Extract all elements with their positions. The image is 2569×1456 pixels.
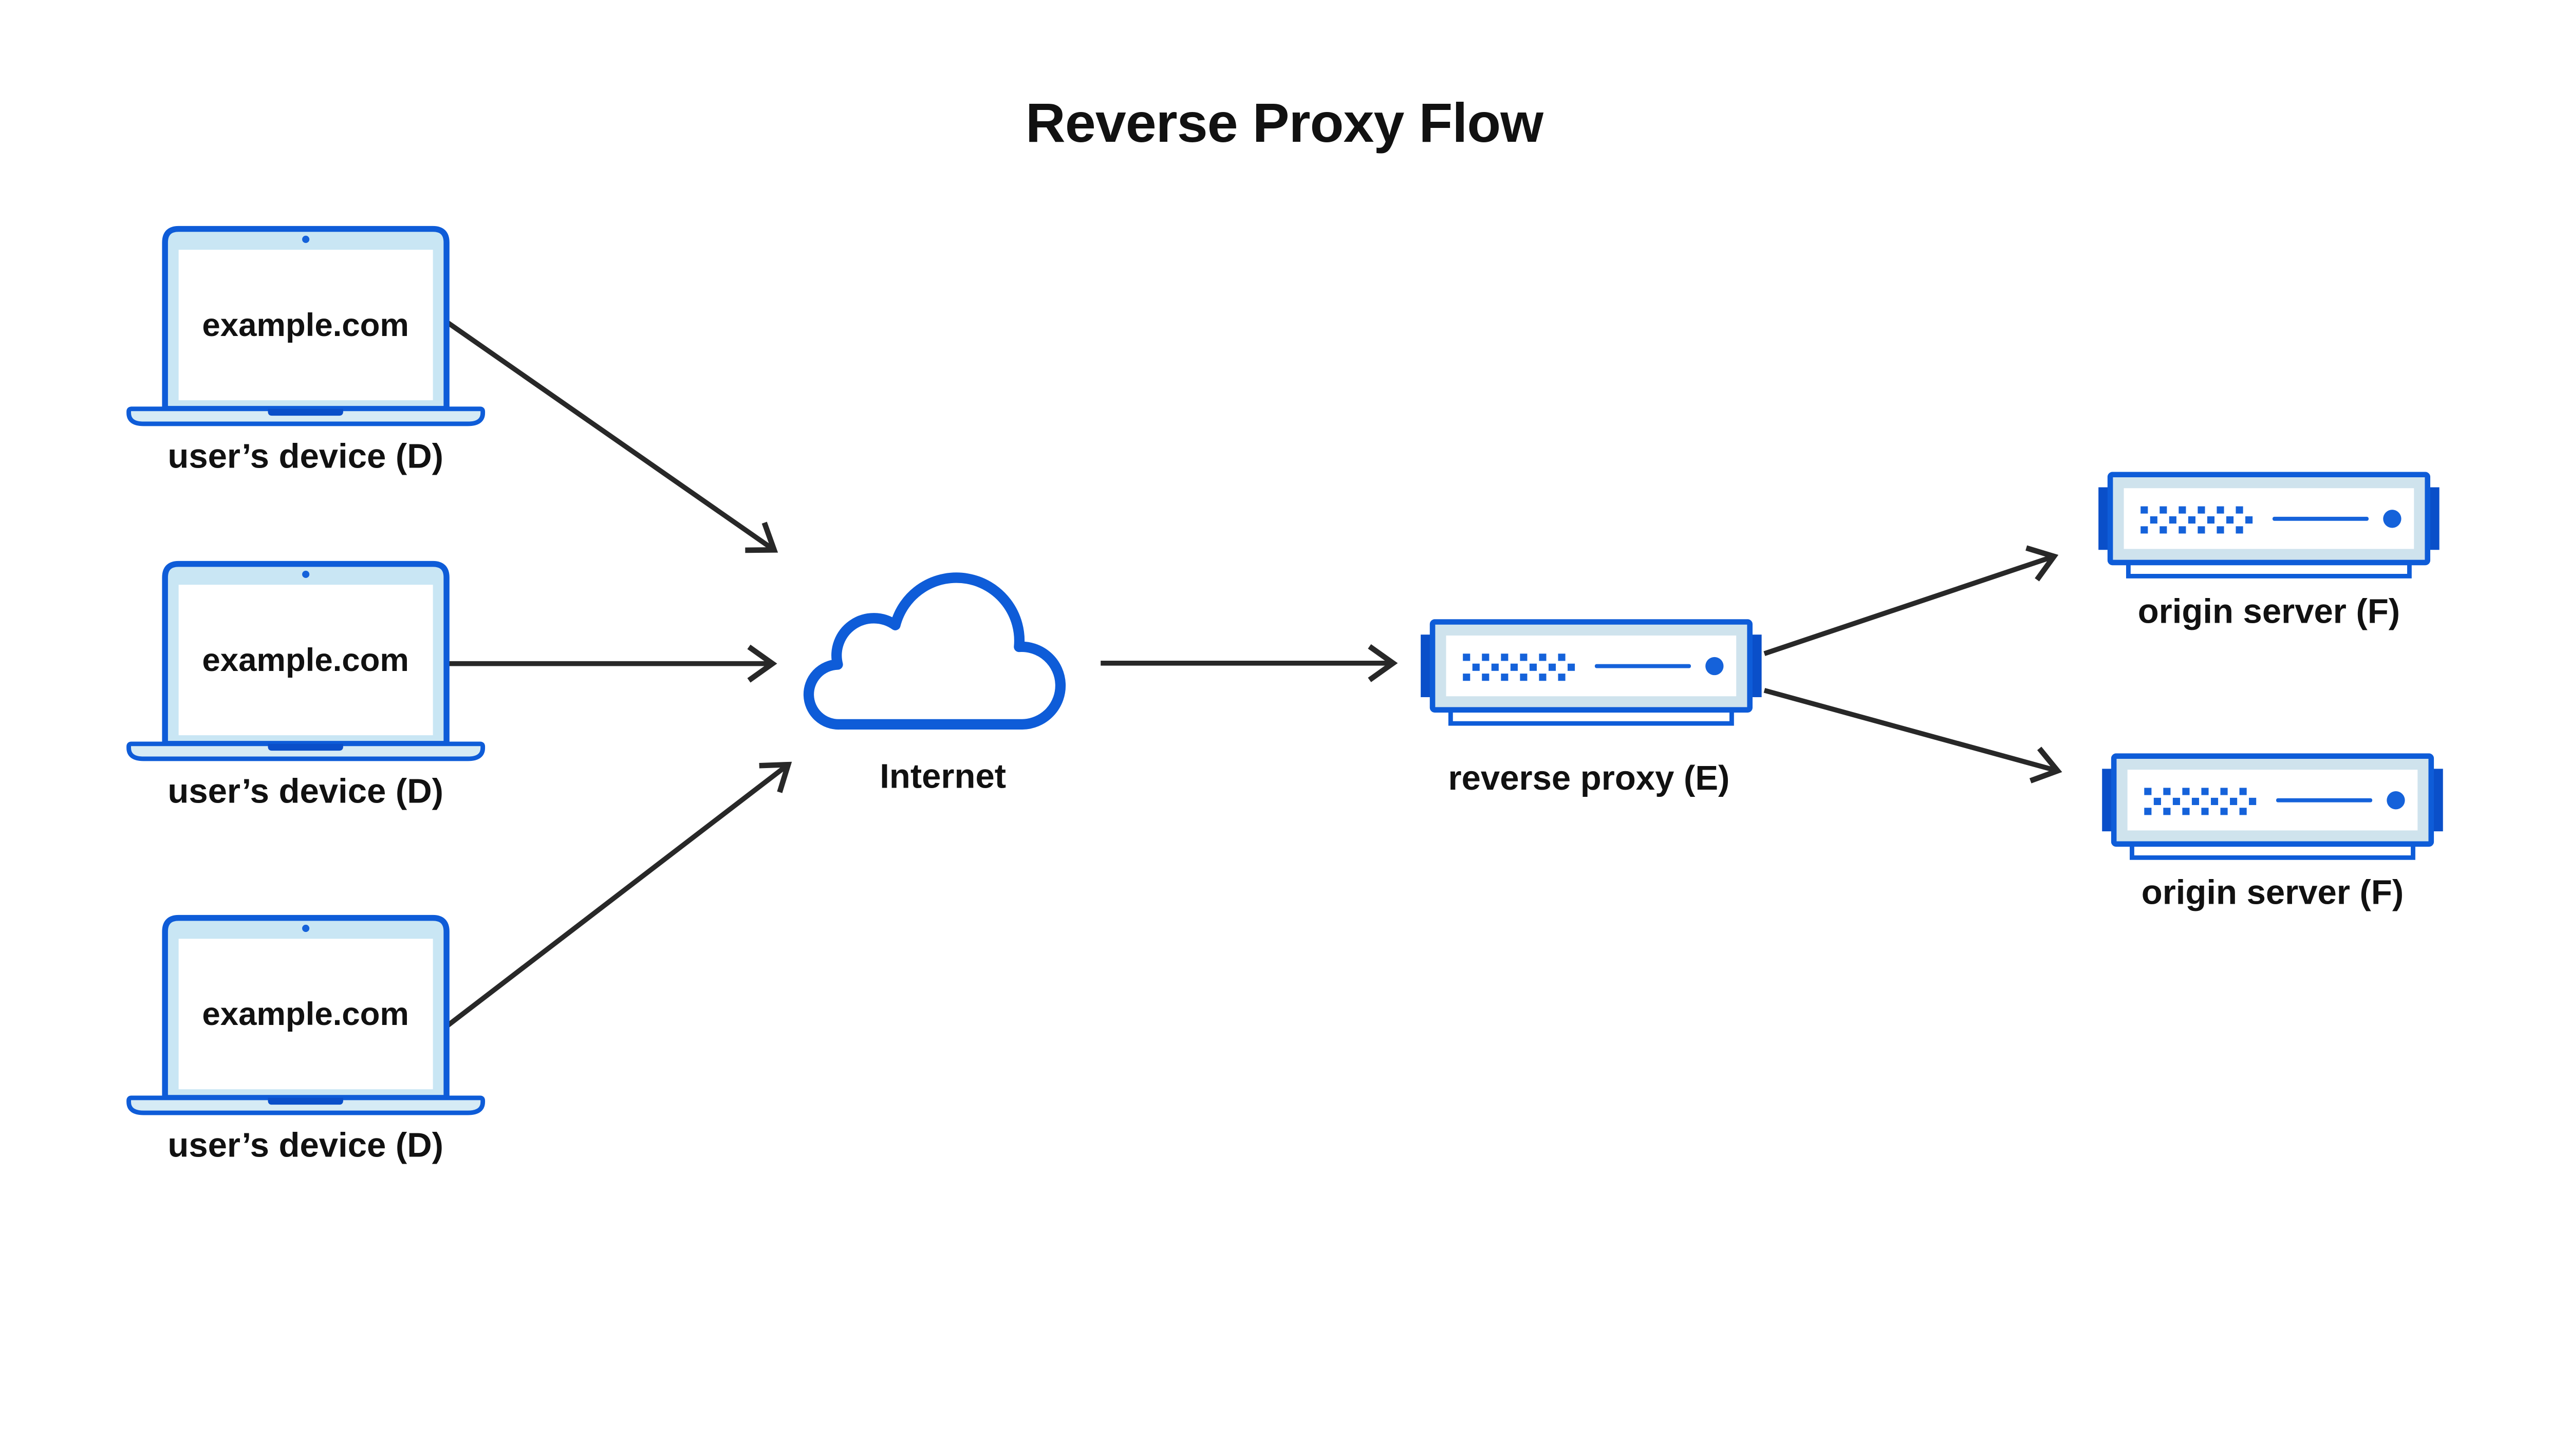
node-origin-server-1: origin server (F) — [2098, 475, 2439, 630]
node-internet: Internet — [803, 572, 1066, 795]
diagram-canvas: Reverse Proxy Flow example.com user’s de… — [125, 92, 2446, 1165]
cloud-icon — [803, 572, 1066, 730]
node-user-device-3: example.com user’s device (D) — [129, 918, 483, 1165]
node-origin-server-2: origin server (F) — [2102, 756, 2443, 911]
arrow-proxy-to-origin1 — [1763, 545, 2059, 656]
arrow-proxy-to-origin2 — [1763, 688, 2062, 783]
reverse-proxy-flow-diagram: Reverse Proxy Flow example.com user’s de… — [125, 92, 2446, 1165]
device-label: user’s device (D) — [167, 1126, 443, 1165]
rack-server-icon — [2098, 475, 2439, 576]
node-user-device-1: example.com user’s device (D) — [129, 229, 483, 476]
device-screen-url: example.com — [202, 642, 408, 678]
device-label: user’s device (D) — [167, 437, 443, 476]
device-screen-url: example.com — [202, 996, 408, 1032]
device-label: user’s device (D) — [167, 772, 443, 811]
device-screen-url: example.com — [202, 307, 408, 343]
page-title: Reverse Proxy Flow — [1026, 92, 1543, 154]
node-user-device-2: example.com user’s device (D) — [129, 564, 483, 811]
arrow-device1-to-internet — [446, 321, 778, 553]
arrow-device3-to-internet — [446, 761, 792, 1028]
reverse-proxy-label: reverse proxy (E) — [1448, 759, 1730, 797]
node-reverse-proxy: reverse proxy (E) — [1421, 622, 1761, 797]
flow-arrows — [446, 321, 2062, 1028]
internet-label: Internet — [880, 757, 1006, 795]
rack-server-icon — [2102, 756, 2443, 858]
origin-server-label: origin server (F) — [2138, 592, 2400, 630]
rack-server-icon — [1421, 622, 1761, 724]
origin-server-label: origin server (F) — [2142, 873, 2404, 911]
